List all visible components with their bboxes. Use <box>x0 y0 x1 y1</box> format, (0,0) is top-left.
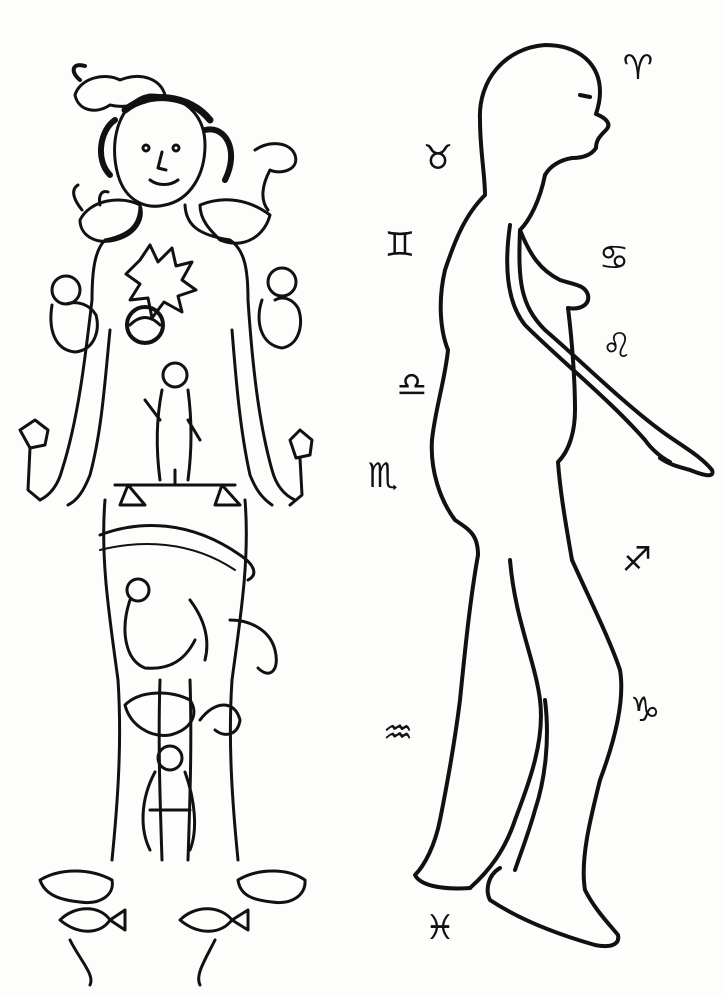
cancer-icon: ♋ <box>599 241 629 275</box>
libra-icon: ♎ <box>397 368 427 402</box>
leo-icon: ♌ <box>602 329 632 363</box>
gemini-icon: ♊ <box>385 228 415 262</box>
capricorn-icon: ♑ <box>630 693 660 727</box>
aquarius-icon: ♒ <box>383 716 413 750</box>
scorpio-icon: ♏ <box>368 459 398 493</box>
pisces-icon: ♓ <box>425 911 455 945</box>
aries-icon: ♈ <box>623 51 653 85</box>
sagittarius-icon: ♐ <box>622 543 652 577</box>
taurus-icon: ♉ <box>423 141 453 175</box>
